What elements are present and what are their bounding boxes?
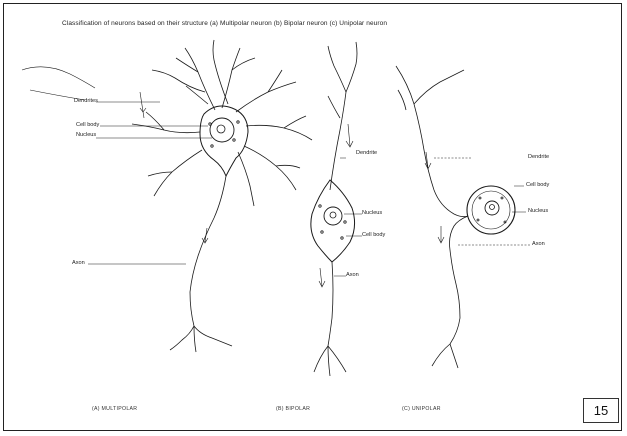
bipolar-neuron: [311, 42, 362, 376]
label-bipolar-axon: Axon: [346, 272, 359, 278]
label-multipolar-axon: Axon: [72, 260, 85, 266]
label-multipolar-nucleus: Nucleus: [76, 132, 96, 138]
label-bipolar-cell-body: Cell body: [362, 232, 385, 238]
label-bipolar-nucleus: Nucleus: [362, 210, 382, 216]
caption-unipolar: (C) UNIPOLAR: [402, 406, 441, 412]
unipolar-neuron: [396, 66, 530, 368]
multipolar-neuron: [88, 40, 312, 352]
label-unipolar-cell-body: Cell body: [526, 182, 549, 188]
caption-multipolar: (A) MULTIPOLAR: [92, 406, 137, 412]
slide-title: Classification of neurons based on their…: [62, 20, 387, 27]
caption-bipolar: (B) BIPOLAR: [276, 406, 310, 412]
label-bipolar-dendrite: Dendrite: [356, 150, 377, 156]
page-number: 15: [583, 398, 619, 423]
corner-sketch-lines: [22, 67, 95, 100]
label-multipolar-cell-body: Cell body: [76, 122, 99, 128]
label-multipolar-dendrites: Dendrites: [74, 98, 98, 104]
label-unipolar-nucleus: Nucleus: [528, 208, 548, 214]
label-unipolar-axon: Axon: [532, 241, 545, 247]
label-unipolar-dendrite: Dendrite: [528, 154, 549, 160]
